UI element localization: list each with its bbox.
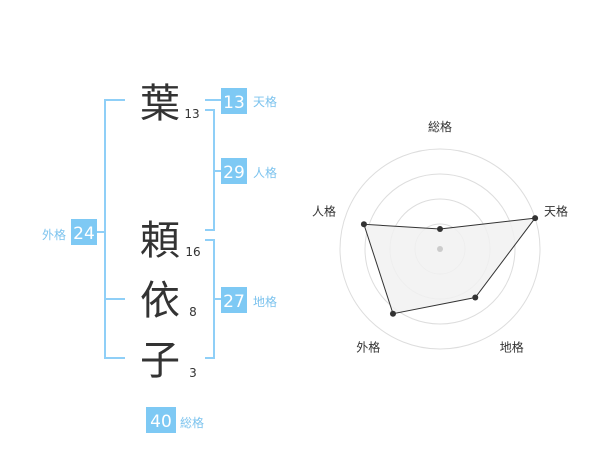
tenkaku-label: 天格 xyxy=(253,94,277,109)
radar-point-4 xyxy=(389,310,396,317)
radar-axis-label-4: 外格 xyxy=(356,340,380,355)
name-diagram: 葉 頼 依 子 13 16 8 3 13 天格 29 人格 27 地格 xyxy=(42,81,277,433)
stroke-counts: 13 16 8 3 xyxy=(184,107,200,380)
chikaku-bracket xyxy=(205,239,215,359)
radar-point-5 xyxy=(360,221,367,228)
gaikaku-label: 外格 xyxy=(42,227,66,242)
gaikaku-box: 外格 24 xyxy=(42,219,97,245)
radar-point-2 xyxy=(532,215,539,222)
radar-axis-label-5: 人格 xyxy=(312,203,336,218)
radar-center-dot xyxy=(437,246,443,252)
stroke-count-3: 8 xyxy=(189,305,197,319)
name-char-4: 子 xyxy=(140,338,180,384)
gaikaku-bracket xyxy=(104,99,125,359)
jinkaku-value: 29 xyxy=(223,163,245,183)
radar-points xyxy=(360,215,539,317)
tenkaku-badge xyxy=(221,88,247,114)
name-char-2: 頼 xyxy=(140,218,180,264)
radar-point-3 xyxy=(472,294,479,301)
radar-point-1 xyxy=(437,226,443,232)
radar-series-area xyxy=(363,217,537,315)
stroke-count-4: 3 xyxy=(189,366,197,380)
stroke-count-1: 13 xyxy=(184,107,199,121)
name-char-3: 依 xyxy=(140,278,180,324)
gaikaku-value: 24 xyxy=(73,224,95,244)
chikaku-value: 27 xyxy=(223,292,245,312)
name-char-1: 葉 xyxy=(140,81,180,127)
radar-axis-label-3: 地格 xyxy=(500,340,524,355)
soukaku-label: 総格 xyxy=(180,415,204,430)
jinkaku-label: 人格 xyxy=(253,165,277,180)
chikaku-label: 地格 xyxy=(253,294,277,309)
soukaku-box: 40 総格 xyxy=(146,407,204,433)
tenkaku-value: 13 xyxy=(223,93,245,113)
jinkaku-box: 29 人格 xyxy=(221,158,277,184)
radar-axis-label-1: 総格 xyxy=(428,119,452,134)
jinkaku-bracket xyxy=(205,109,215,231)
jinkaku-badge xyxy=(221,158,247,184)
soukaku-badge xyxy=(146,407,176,433)
radar-ring-4 xyxy=(339,148,541,350)
chikaku-badge xyxy=(221,287,247,313)
gaikaku-badge xyxy=(71,219,97,245)
radar-ring-3 xyxy=(364,173,516,325)
tenkaku-box: 13 天格 xyxy=(221,88,277,114)
bracket-lines xyxy=(97,99,221,359)
name-chars: 葉 頼 依 子 xyxy=(140,81,180,384)
chikaku-box: 27 地格 xyxy=(221,287,277,313)
stroke-count-2: 16 xyxy=(185,245,200,259)
soukaku-value: 40 xyxy=(150,412,172,432)
radar-axis-label-2: 天格 xyxy=(544,203,568,218)
